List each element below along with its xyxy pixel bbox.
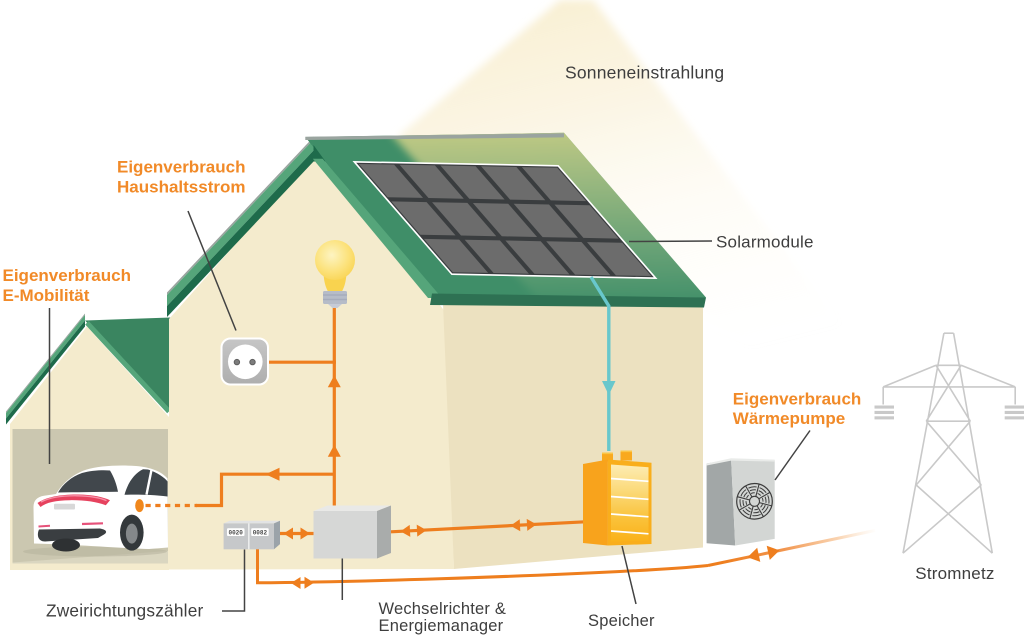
svg-text:0020: 0020 (228, 529, 243, 536)
svg-text:Zweirichtungszähler: Zweirichtungszähler (46, 601, 204, 621)
svg-text:E-Mobilität: E-Mobilität (3, 286, 90, 305)
svg-text:Stromnetz: Stromnetz (915, 564, 994, 583)
svg-text:Eigenverbrauch: Eigenverbrauch (117, 158, 246, 177)
svg-text:Wärmepumpe: Wärmepumpe (733, 409, 845, 428)
svg-text:0082: 0082 (253, 529, 268, 536)
svg-text:Haushaltsstrom: Haushaltsstrom (117, 178, 245, 197)
svg-text:Speicher: Speicher (588, 612, 655, 630)
svg-text:Energiemanager: Energiemanager (379, 617, 504, 635)
svg-text:Eigenverbrauch: Eigenverbrauch (733, 389, 862, 408)
svg-text:Wechselrichter &: Wechselrichter & (379, 600, 507, 618)
svg-text:Eigenverbrauch: Eigenverbrauch (3, 266, 132, 285)
svg-text:Solarmodule: Solarmodule (716, 233, 814, 252)
svg-text:Sonneneinstrahlung: Sonneneinstrahlung (565, 63, 724, 83)
